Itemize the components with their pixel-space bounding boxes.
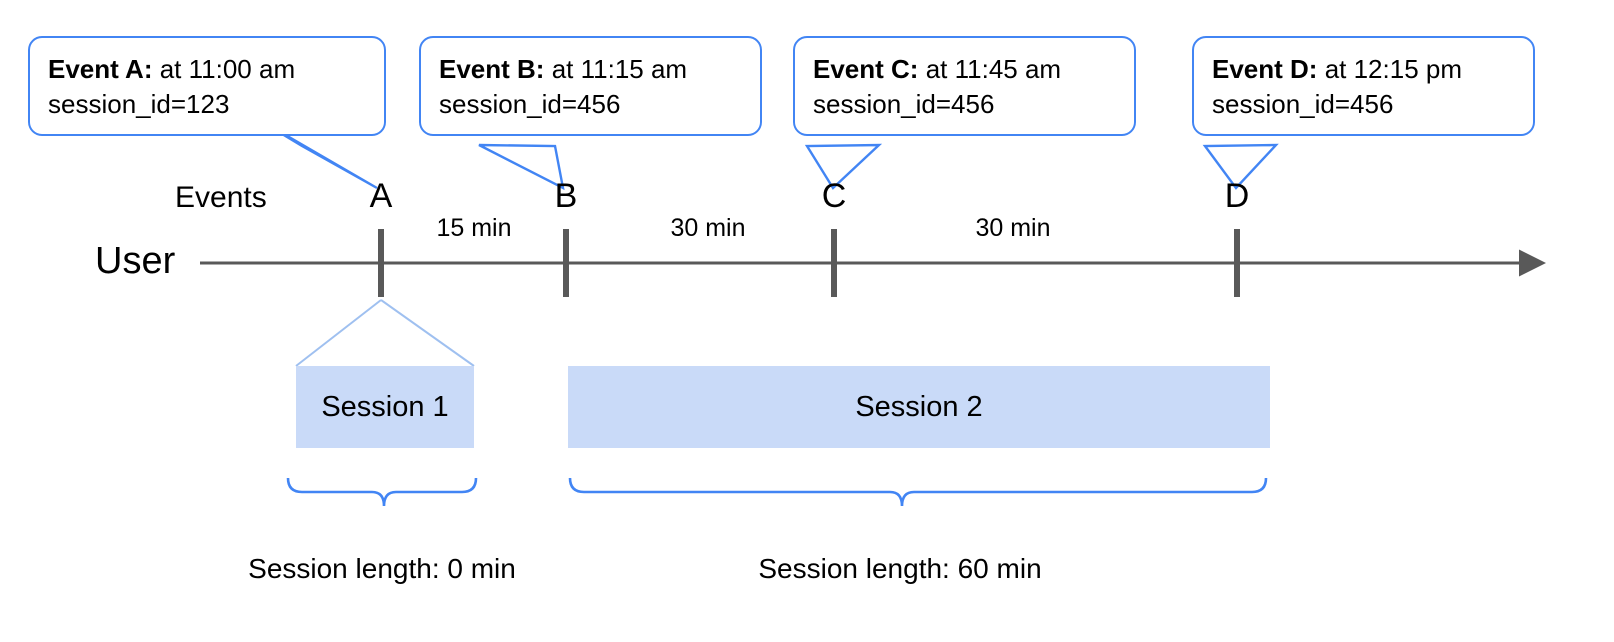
- gap-label-bc: 30 min: [670, 214, 746, 242]
- callout-d-time: at 12:15 pm: [1317, 54, 1463, 84]
- callout-event-b[interactable]: Event B: at 11:15 am session_id=456: [419, 36, 762, 136]
- callout-event-a[interactable]: Event A: at 11:00 am session_id=123: [28, 36, 386, 136]
- callout-c-event-label: Event C:: [813, 54, 919, 84]
- callout-a-line1: Event A: at 11:00 am: [48, 52, 366, 87]
- session-bar-2[interactable]: Session 2: [568, 366, 1270, 448]
- callout-a-time: at 11:00 am: [152, 54, 296, 84]
- session2-length-label: Session length: 60 min: [758, 553, 1042, 584]
- session1-length-label: Session length: 0 min: [248, 553, 516, 584]
- callout-d-session-id: session_id=456: [1212, 88, 1394, 119]
- event-letter-d: D: [1224, 177, 1250, 215]
- callout-b-time: at 11:15 am: [544, 54, 688, 84]
- callout-d-line1: Event D: at 12:15 pm: [1212, 52, 1515, 87]
- session1-brace: [286, 477, 478, 507]
- callout-b-event-label: Event B:: [439, 54, 545, 84]
- callout-c-session-id: session_id=456: [813, 88, 995, 119]
- session1-fan-right: [380, 299, 475, 367]
- callout-b-session-id: session_id=456: [439, 88, 621, 119]
- callout-b-line1: Event B: at 11:15 am: [439, 52, 742, 87]
- gap-label-cd: 30 min: [975, 214, 1051, 242]
- event-letter-c: C: [821, 177, 847, 215]
- user-row-label: User: [95, 240, 176, 282]
- session1-fan-left: [295, 299, 382, 367]
- callout-event-d[interactable]: Event D: at 12:15 pm session_id=456: [1192, 36, 1535, 136]
- callout-d-event-label: Event D:: [1212, 54, 1318, 84]
- callout-event-c[interactable]: Event C: at 11:45 am session_id=456: [793, 36, 1136, 136]
- callout-c-time: at 11:45 am: [918, 54, 1062, 84]
- callout-tail-b: [478, 143, 565, 191]
- event-letter-a: A: [369, 177, 393, 215]
- events-row-label: Events: [175, 181, 267, 214]
- callout-a-event-label: Event A:: [48, 54, 153, 84]
- session-bar-1[interactable]: Session 1: [296, 366, 474, 448]
- event-letter-b: B: [554, 177, 578, 215]
- gap-label-ab: 15 min: [436, 214, 512, 242]
- callout-a-session-id: session_id=123: [48, 88, 230, 119]
- session2-brace: [568, 477, 1268, 507]
- callout-c-line1: Event C: at 11:45 am: [813, 52, 1116, 87]
